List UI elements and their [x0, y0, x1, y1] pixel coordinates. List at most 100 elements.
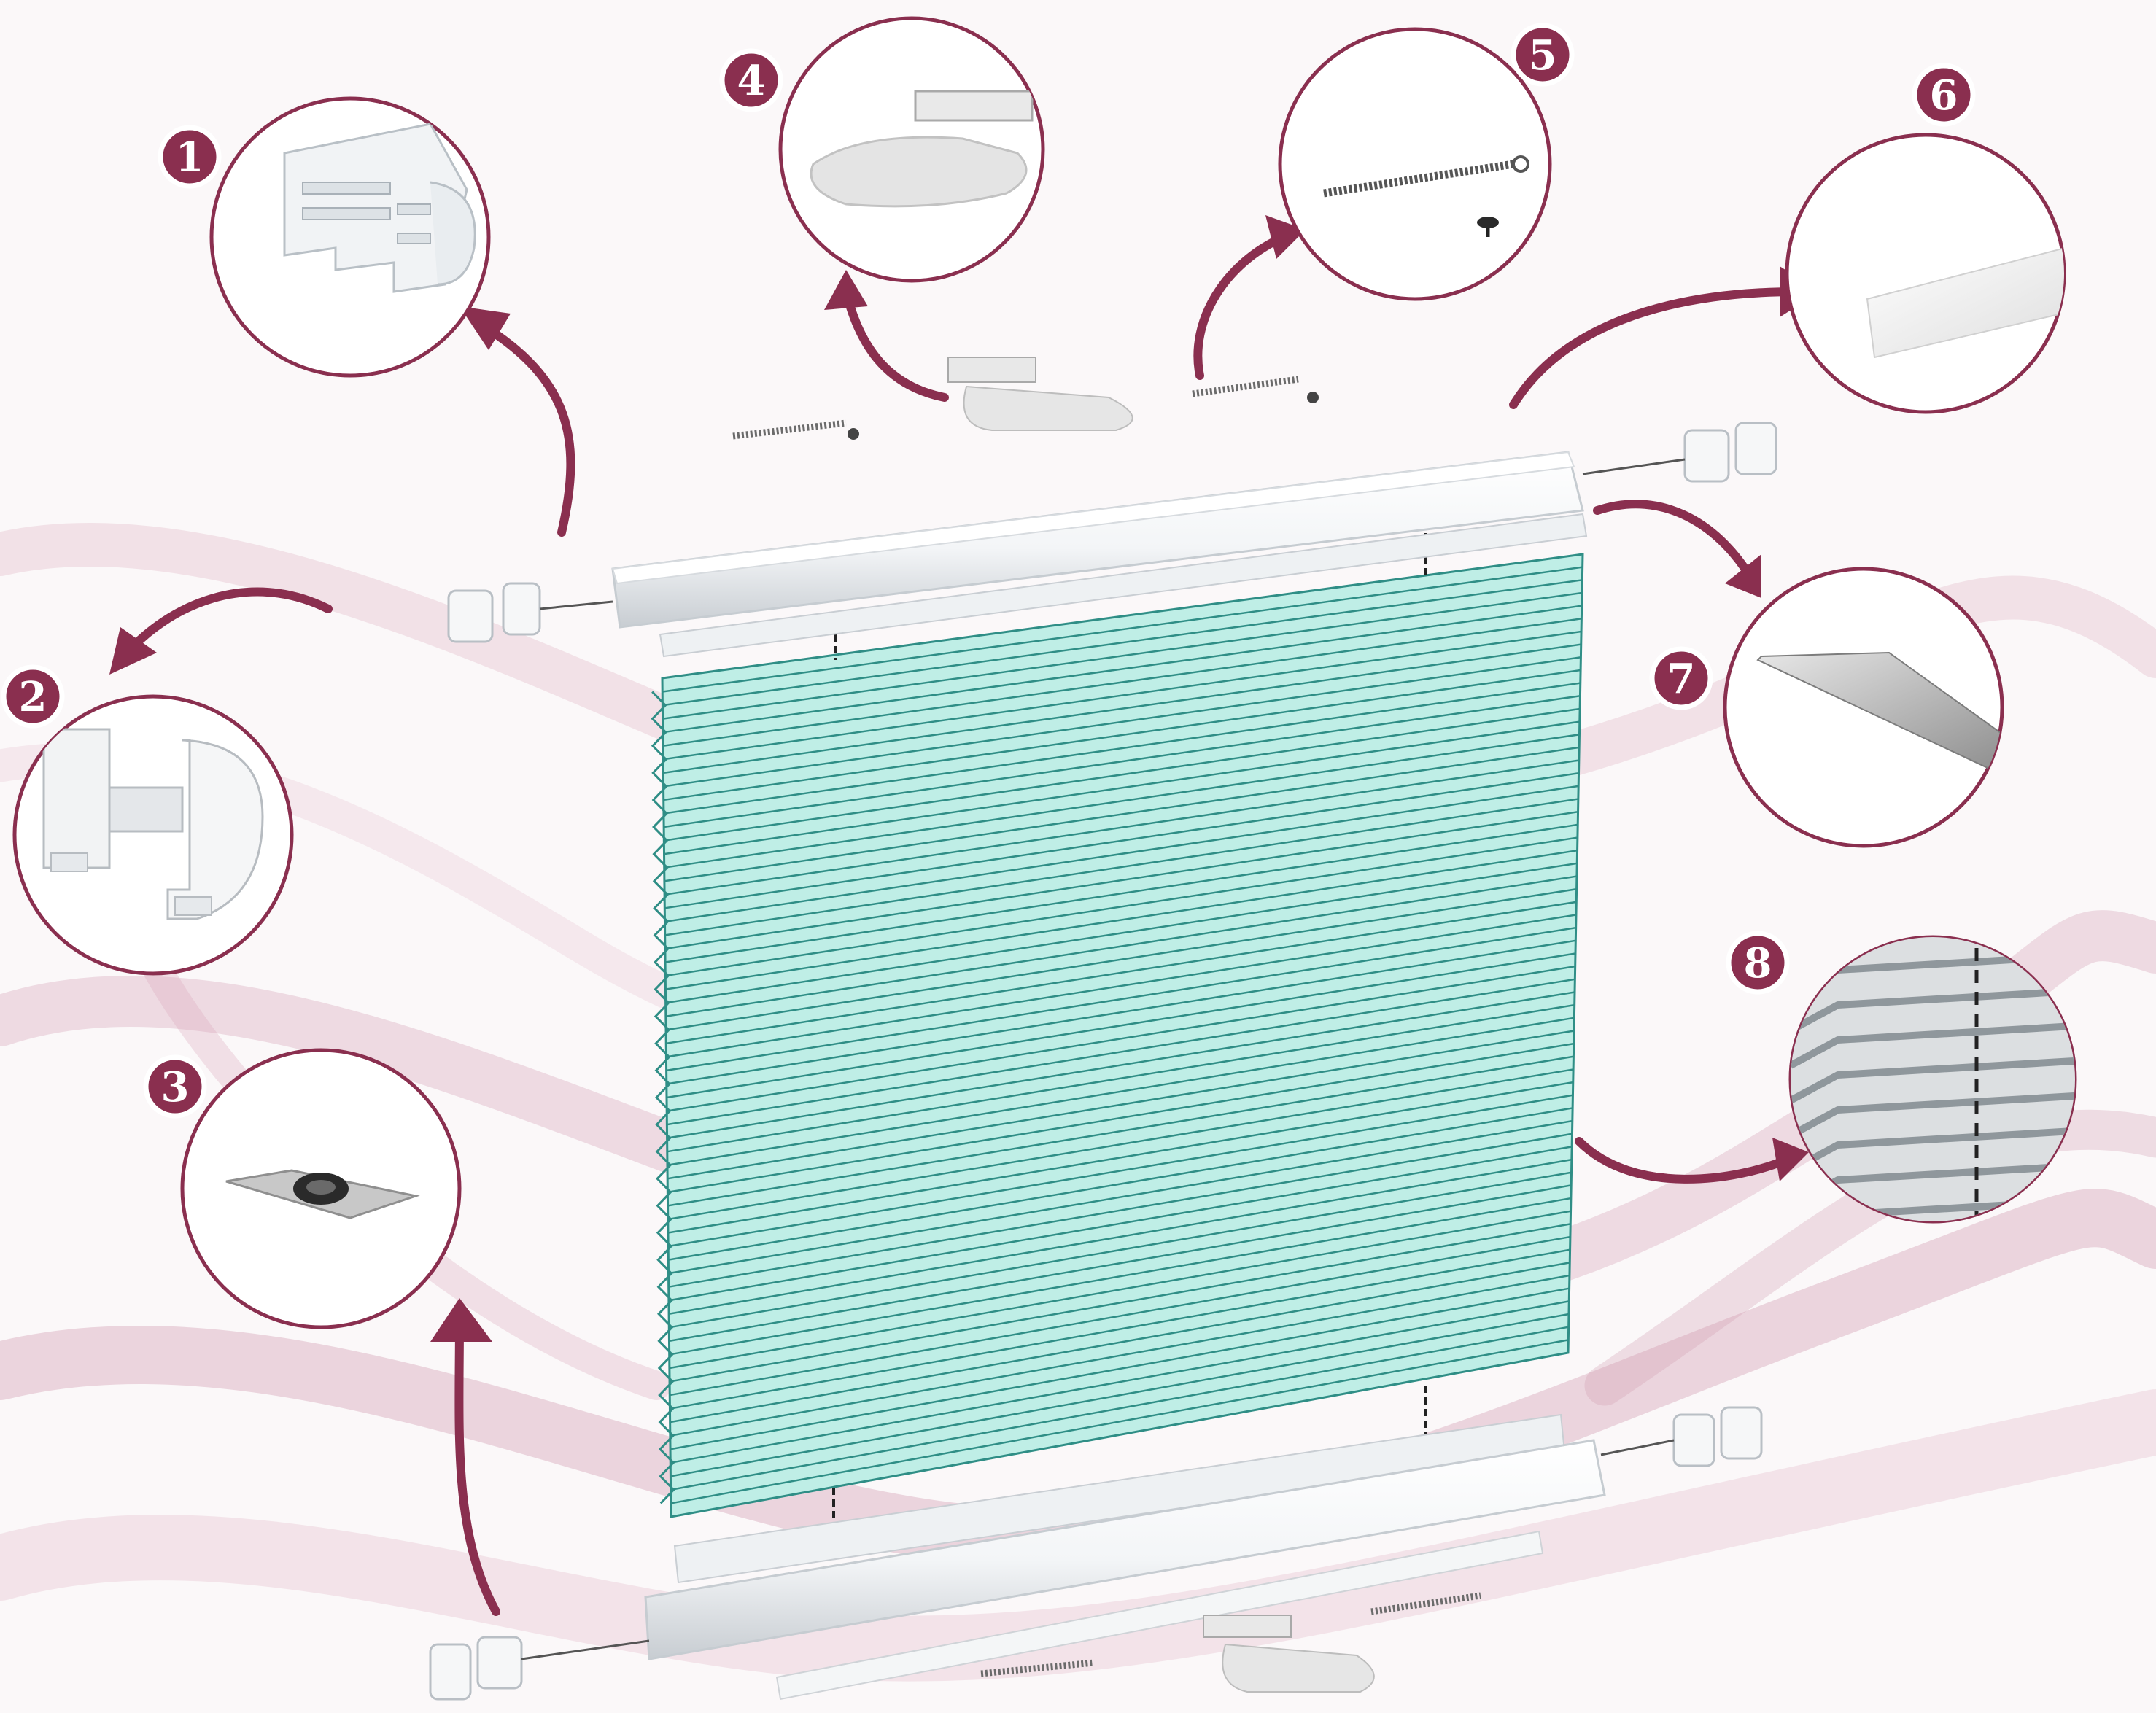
pleat-line: [666, 901, 1577, 1045]
badge-number: 2: [19, 673, 47, 721]
pleated-fabric-panel: [651, 521, 1584, 1539]
pleat-line: [664, 746, 1580, 882]
badge-8: 8: [1726, 931, 1790, 995]
pleat-fold: [1791, 1022, 2075, 1069]
callout-circle-2: [12, 694, 294, 976]
pleat-line: [662, 605, 1582, 734]
callout-circle-3: [180, 1048, 462, 1329]
pleat-line: [669, 1171, 1572, 1329]
pleat-line: [670, 1300, 1570, 1464]
callout-circle-4: [778, 16, 1045, 283]
bottom-left-end-cap: [429, 1636, 650, 1701]
pleat-line: [670, 1248, 1570, 1410]
badge-circle: [1912, 63, 1976, 127]
badge-circle: [158, 125, 222, 189]
pleat-line: [670, 1287, 1570, 1450]
badge-circle: [1, 664, 65, 729]
fabric-edge: [651, 691, 675, 1504]
pleat-line: [667, 1030, 1575, 1180]
number-badges: 1 2 3 4 5 6 7 8: [1, 23, 1976, 1119]
pleat-line: [663, 682, 1581, 815]
callout-circle-7: [1723, 567, 2004, 848]
pleat-line: [665, 862, 1578, 1004]
badge-circle: [719, 48, 783, 112]
badge-circle: [1511, 23, 1575, 87]
bottom-guide-detail: [225, 1169, 420, 1219]
badge-5: 5: [1511, 23, 1575, 87]
pleat-line: [665, 887, 1577, 1031]
callout-circle-1: [209, 96, 491, 378]
pleat-fold: [1791, 987, 2075, 1034]
pleat-line: [667, 1081, 1573, 1234]
pleat-line: [668, 1119, 1573, 1275]
callout-circle-6: [1785, 133, 2066, 414]
pleat-line: [666, 926, 1576, 1072]
top-right-end-cap: [1582, 422, 1777, 483]
rail-profile-detail: [283, 123, 476, 293]
badge-number: 3: [161, 1063, 190, 1111]
top-spring-left: [732, 419, 859, 440]
bottom-clamp-bracket: [1203, 1615, 1375, 1693]
pleat-line: [670, 1339, 1569, 1504]
bottom-right-end-cap: [1600, 1406, 1763, 1467]
pleat-line: [667, 1094, 1573, 1248]
callout-circle-5: [1278, 27, 1552, 301]
top-left-end-cap: [447, 582, 613, 643]
badge-number: 4: [737, 57, 766, 105]
pleat-line: [668, 1158, 1573, 1316]
pleated-fabric-detail: [1791, 937, 2075, 1221]
pleat-line: [666, 939, 1576, 1085]
pleat-fold: [1791, 1057, 2075, 1104]
pleat-line: [666, 965, 1575, 1112]
badge-7: 7: [1649, 646, 1713, 710]
grey-strip-detail: [1756, 651, 2002, 774]
badge-3: 3: [143, 1054, 207, 1119]
pleat-line: [667, 1042, 1574, 1194]
badge-1: 1: [158, 125, 222, 189]
pleat-line: [669, 1210, 1571, 1370]
pleat-line: [662, 618, 1582, 747]
pleat-line: [665, 849, 1578, 990]
pleat-line: [667, 1068, 1574, 1221]
pleat-line: [664, 810, 1578, 950]
pleat-line: [663, 643, 1581, 774]
pleat-line: [664, 785, 1579, 923]
badge-number: 7: [1667, 655, 1696, 703]
pleat-line: [670, 1274, 1570, 1437]
badge-6: 6: [1912, 63, 1976, 127]
tension-spring-detail: [1323, 155, 1529, 237]
pleat-line: [663, 695, 1581, 828]
pleat-line: [662, 566, 1583, 693]
bottom-springs: [980, 1592, 1481, 1677]
badge-number: 1: [176, 133, 204, 182]
top-rail-assembly: [447, 357, 1777, 658]
pleat-line: [662, 579, 1583, 707]
pleat-line: [664, 720, 1580, 855]
pleat-line: [670, 1235, 1571, 1397]
badge-4: 4: [719, 48, 783, 112]
pleat-line: [670, 1262, 1570, 1423]
pleat-line: [668, 1146, 1573, 1302]
pleat-line: [669, 1184, 1572, 1343]
badge-number: 8: [1744, 939, 1772, 987]
pleat-line: [664, 759, 1580, 896]
pleat-line: [670, 1326, 1569, 1491]
pleat-line: [666, 914, 1577, 1058]
badge-circle: [1649, 646, 1713, 710]
pleat-line: [664, 772, 1579, 909]
pleat-line: [667, 978, 1575, 1126]
pleat-line: [663, 669, 1581, 801]
pleat-line: [667, 1003, 1575, 1153]
pleat-line: [668, 1107, 1573, 1261]
pleat-line: [669, 1197, 1572, 1356]
top-clamp-bracket: [947, 357, 1133, 431]
top-spring-right: [1192, 376, 1319, 403]
callout-circle-8: [1788, 935, 2077, 1224]
pleat-line: [669, 1223, 1571, 1383]
pleat-line: [665, 875, 1578, 1017]
pleat-line: [664, 734, 1580, 869]
badge-circle: [1726, 931, 1790, 995]
pleat-fold: [1791, 1092, 2075, 1139]
end-cap-detail: [42, 728, 264, 920]
